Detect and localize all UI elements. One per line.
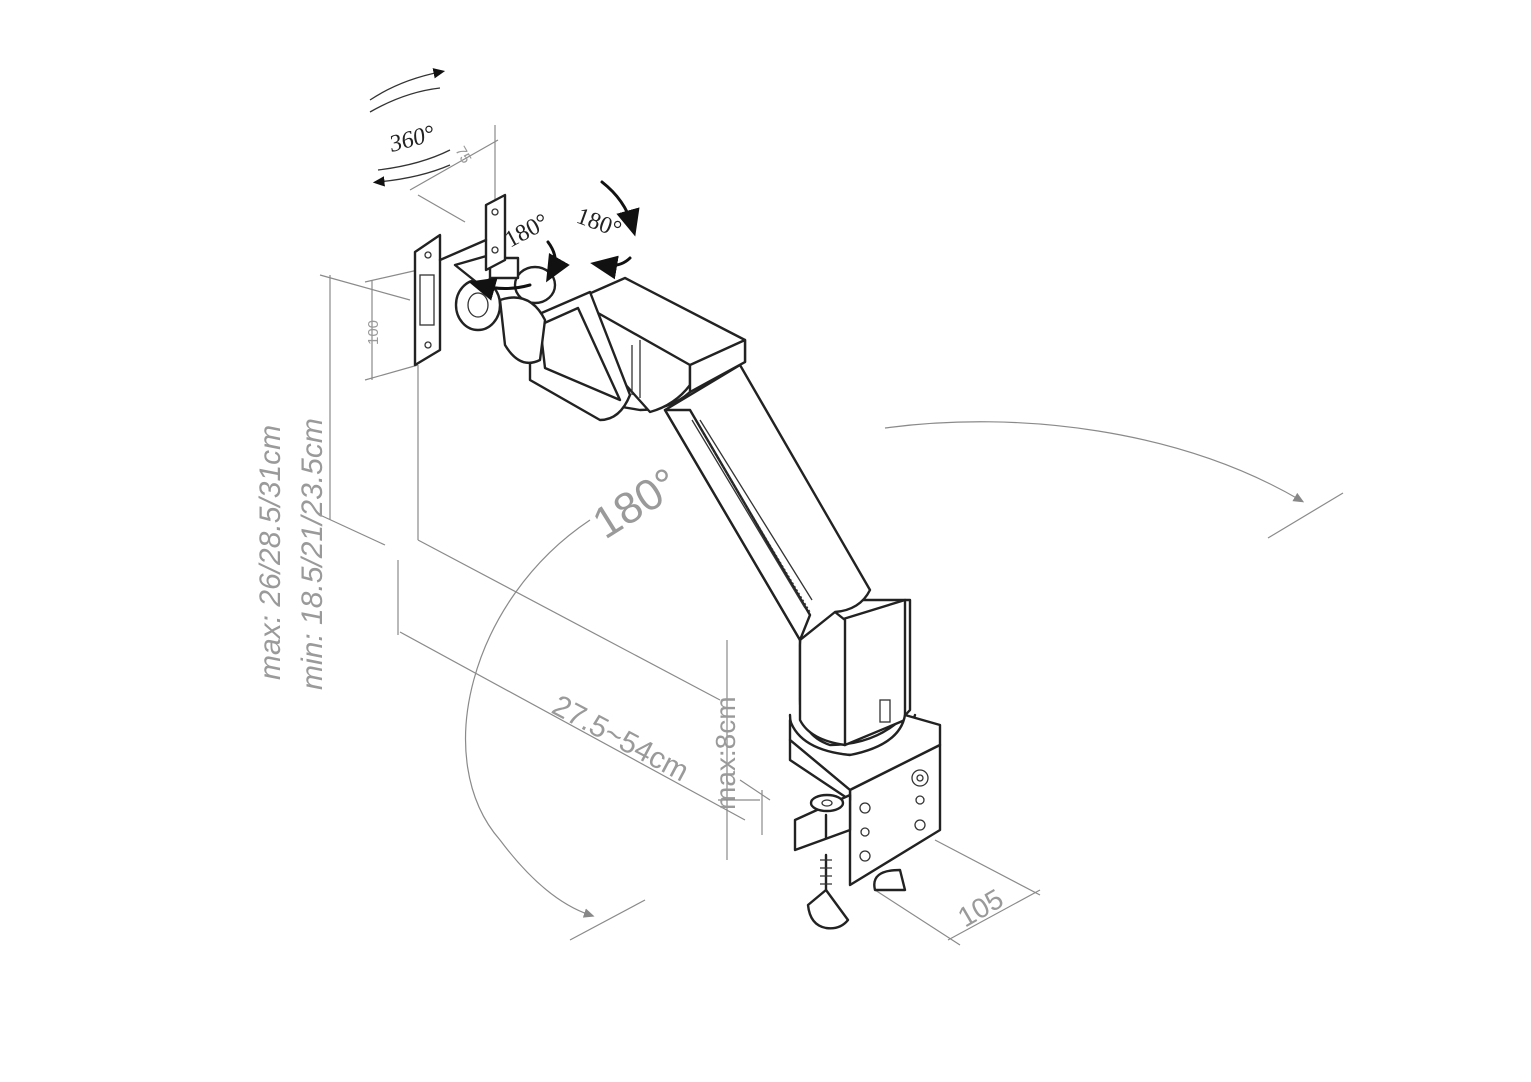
clamp-depth-dimension (874, 839, 1041, 946)
height-min-label: min: 18.5/21/23.5cm (296, 418, 329, 690)
reach-dimension (397, 365, 771, 821)
reach-label: 27.5~54cm (547, 689, 694, 788)
swing-arc-right (884, 421, 1305, 503)
desk-thickness-dimension (718, 640, 763, 860)
head-joint (453, 253, 557, 365)
desk-clamp (788, 713, 942, 930)
swing-arc-right-tick (1267, 492, 1344, 539)
swing-angle-label: 180° (584, 459, 687, 549)
height-dimension (319, 274, 411, 546)
vesa-100-label: 100 (365, 320, 382, 345)
swing-arc-left (464, 519, 595, 918)
vesa-100-dimension (364, 269, 419, 381)
vesa-75-label: 75 (452, 144, 475, 167)
tilt-label-2: 180° (573, 203, 625, 243)
main-arm (663, 363, 872, 642)
front-housing (528, 276, 747, 422)
clamp-depth-label: 105 (953, 883, 1009, 933)
tilt-label-1: 180° (501, 209, 553, 253)
rotation-label: 360° (386, 121, 438, 158)
rotation-arrows (369, 68, 640, 301)
vesa-plate (413, 193, 507, 367)
height-max-label: max: 26/28.5/31cm (254, 425, 287, 680)
desk-thickness-label: max:8cm (710, 696, 741, 810)
swing-arc-left-tick (569, 899, 646, 941)
vesa-75-dimension (409, 125, 499, 223)
